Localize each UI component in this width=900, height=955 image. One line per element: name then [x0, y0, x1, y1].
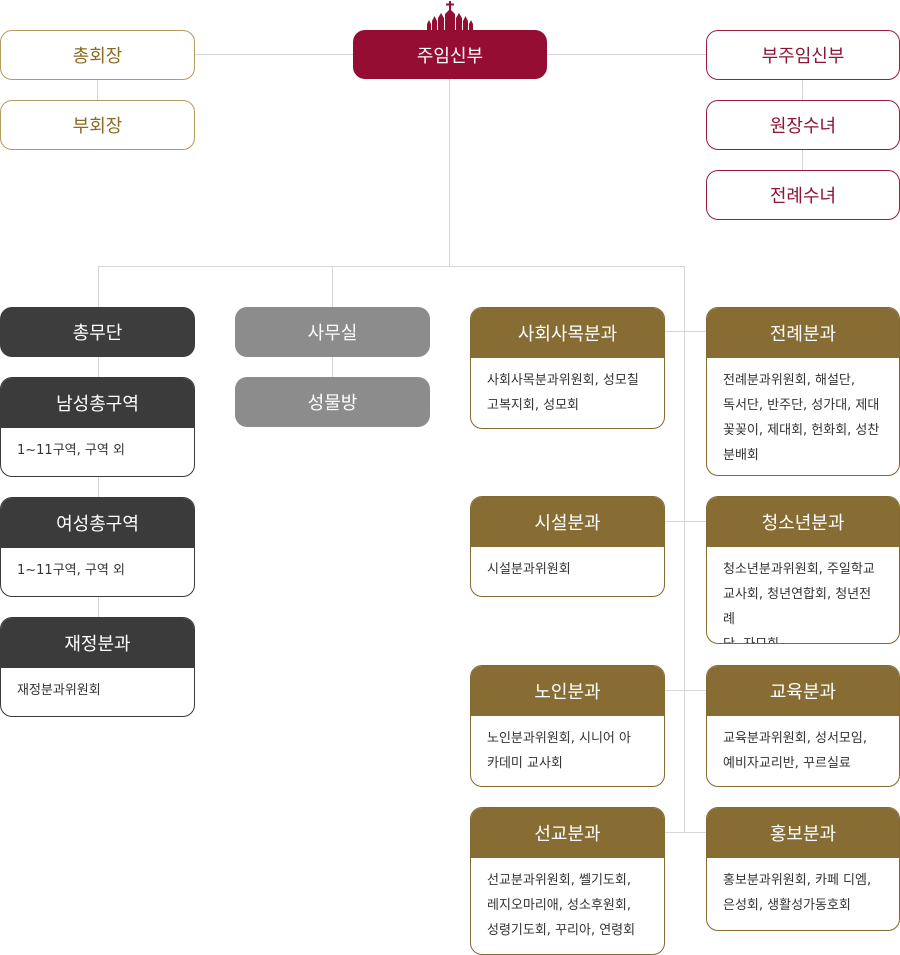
youth-card: 청소년분과 청소년분과위원회, 주일학교 교사회, 청년연합회, 청년전례 단,…	[706, 496, 900, 644]
goods-room-box: 성물방	[235, 377, 430, 427]
card-desc-line: 카데미 교사회	[487, 756, 563, 771]
finance-card: 재정분과 재정분과위원회	[0, 617, 195, 717]
publicity-card: 홍보분과 홍보분과위원회, 카페 디엠, 은성회, 생활성가동호회	[706, 807, 900, 931]
card-title: 재정분과	[1, 618, 194, 668]
assistant-pastor-label: 부주임신부	[761, 46, 845, 67]
card-desc-line: 고복지회, 성모회	[487, 398, 579, 413]
card-desc-line: 교사회, 청년연합회, 청년전례	[723, 587, 872, 627]
connector-line	[98, 357, 99, 377]
pastor-label: 주임신부	[416, 45, 484, 67]
connector-line	[546, 54, 706, 55]
card-title: 전례분과	[707, 308, 899, 358]
card-title: 시설분과	[471, 497, 664, 547]
card-desc: 재정분과위원회	[17, 683, 101, 698]
social-ministry-card: 사회사목분과 사회사목분과위원회, 성모칠 고복지회, 성모회	[470, 307, 665, 429]
card-desc-line: 레지오마리애, 성소후원회,	[487, 898, 631, 913]
president-box: 총회장	[0, 30, 195, 80]
liturgy-nun-label: 전례수녀	[769, 186, 837, 207]
office-label: 사무실	[307, 323, 358, 344]
connector-line	[98, 266, 99, 307]
connector-line	[194, 54, 353, 55]
connector-line	[802, 149, 803, 170]
superior-nun-box: 원장수녀	[706, 100, 900, 150]
card-title: 선교분과	[471, 808, 664, 858]
connector-line	[332, 357, 333, 377]
seniors-card: 노인분과 노인분과위원회, 시니어 아 카데미 교사회	[470, 665, 665, 787]
connector-line	[97, 79, 98, 100]
connector-line	[664, 690, 706, 691]
general-affairs-box: 총무단	[0, 307, 195, 357]
card-desc-line: 교육분과위원회, 성서모임,	[723, 731, 867, 746]
card-desc-line: 예비자교리반, 꾸르실료	[723, 756, 851, 771]
connector-line	[664, 521, 706, 522]
card-desc-line: 노인분과위원회, 시니어 아	[487, 731, 631, 746]
facilities-card: 시설분과 시설분과위원회	[470, 496, 665, 597]
card-desc-line: 성령기도회, 꾸리아, 연령회	[487, 923, 636, 938]
card-title: 홍보분과	[707, 808, 899, 858]
connector-line	[98, 596, 99, 617]
card-desc: 1~11구역, 구역 외	[17, 443, 125, 458]
pastor-box: 주임신부	[353, 30, 547, 79]
card-desc-line: 시설분과위원회	[487, 562, 571, 577]
card-desc-line: 선교분과위원회, 쎌기도회,	[487, 873, 631, 888]
card-desc-line: 청소년분과위원회, 주일학교	[723, 562, 875, 577]
education-card: 교육분과 교육분과위원회, 성서모임, 예비자교리반, 꾸르실료	[706, 665, 900, 787]
card-title: 남성총구역	[1, 378, 194, 428]
card-title: 여성총구역	[1, 498, 194, 548]
card-title: 사회사목분과	[471, 308, 664, 358]
card-title: 노인분과	[471, 666, 664, 716]
connector-line	[664, 832, 706, 833]
card-desc-line: 단, 자모회	[723, 632, 883, 643]
connector-line	[664, 331, 706, 332]
vice-president-box: 부회장	[0, 100, 195, 150]
cathedral-icon	[427, 1, 473, 31]
liturgy-card: 전례분과 전례분과위원회, 해설단, 독서단, 반주단, 성가대, 제대 꽃꽂이…	[706, 307, 900, 476]
card-desc-line: 꽃꽂이, 제대회, 헌화회, 성찬	[723, 423, 880, 438]
card-desc: 1~11구역, 구역 외	[17, 563, 125, 578]
connector-line	[332, 266, 333, 307]
card-desc-line: 은성회, 생활성가동호회	[723, 898, 851, 913]
connector-line	[684, 266, 685, 833]
office-box: 사무실	[235, 307, 430, 357]
goods-room-label: 성물방	[307, 393, 358, 414]
mission-card: 선교분과 선교분과위원회, 쎌기도회, 레지오마리애, 성소후원회, 성령기도회…	[470, 807, 665, 955]
connector-line	[802, 79, 803, 100]
card-title: 청소년분과	[707, 497, 899, 547]
connector-line	[98, 266, 685, 267]
card-desc-line: 홍보분과위원회, 카페 디엠,	[723, 873, 872, 888]
card-desc-line: 전례분과위원회, 해설단,	[723, 373, 855, 388]
general-affairs-label: 총무단	[72, 323, 123, 344]
card-desc-line: 독서단, 반주단, 성가대, 제대	[723, 398, 880, 413]
card-desc-line: 분배회	[723, 448, 759, 463]
card-desc-line: 사회사목분과위원회, 성모칠	[487, 373, 639, 388]
connector-line	[449, 79, 450, 266]
liturgy-nun-box: 전례수녀	[706, 170, 900, 220]
vice-president-label: 부회장	[72, 116, 123, 137]
assistant-pastor-box: 부주임신부	[706, 30, 900, 80]
womens-district-card: 여성총구역 1~11구역, 구역 외	[0, 497, 195, 597]
connector-line	[98, 476, 99, 497]
mens-district-card: 남성총구역 1~11구역, 구역 외	[0, 377, 195, 477]
president-label: 총회장	[72, 46, 123, 67]
superior-nun-label: 원장수녀	[769, 116, 837, 137]
card-title: 교육분과	[707, 666, 899, 716]
